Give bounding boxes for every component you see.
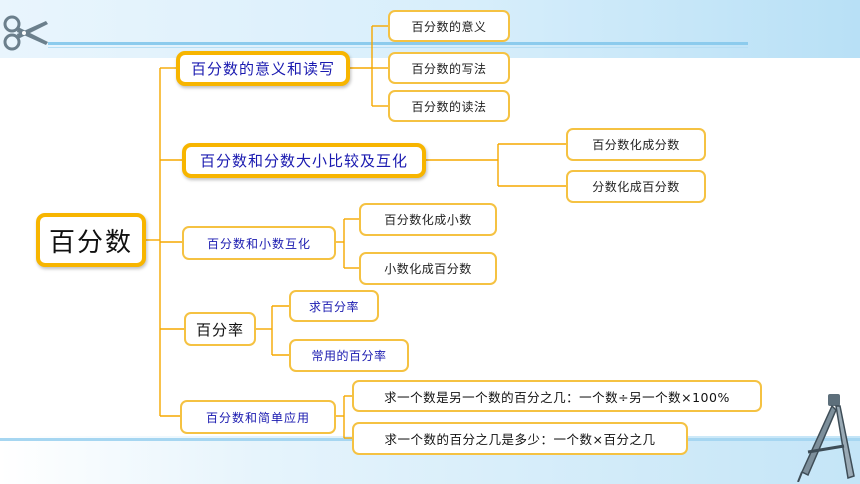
leaf-reading: 百分数的读法 bbox=[388, 90, 510, 122]
header-rule-thin bbox=[48, 47, 748, 48]
header-rule bbox=[48, 42, 748, 45]
leaf-meaning: 百分数的意义 bbox=[388, 10, 510, 42]
leaf-decimal-to-percent: 小数化成百分数 bbox=[359, 252, 497, 285]
leaf-fraction-to-percent: 分数化成百分数 bbox=[566, 170, 706, 203]
leaf-writing: 百分数的写法 bbox=[388, 52, 510, 84]
scissors-icon bbox=[3, 15, 48, 51]
leaf-percent-of-number: 求一个数的百分之几是多少：一个数×百分之几 bbox=[352, 422, 688, 455]
branch-meaning-and-reading: 百分数的意义和读写 bbox=[176, 51, 350, 86]
leaf-find-percentage: 求百分率 bbox=[289, 290, 379, 322]
branch-fraction-comparison: 百分数和分数大小比较及互化 bbox=[182, 143, 426, 178]
root-node: 百分数 bbox=[36, 213, 146, 267]
leaf-common-percentages: 常用的百分率 bbox=[289, 339, 409, 372]
branch-simple-application: 百分数和简单应用 bbox=[180, 400, 336, 434]
leaf-percent-to-fraction: 百分数化成分数 bbox=[566, 128, 706, 161]
leaf-percent-to-decimal: 百分数化成小数 bbox=[359, 203, 497, 236]
branch-percentage-rate: 百分率 bbox=[184, 312, 256, 346]
leaf-what-percent-of: 求一个数是另一个数的百分之几：一个数÷另一个数×100% bbox=[352, 380, 762, 412]
branch-decimal-conversion: 百分数和小数互化 bbox=[182, 226, 336, 260]
drawing-compass-icon bbox=[797, 394, 855, 482]
